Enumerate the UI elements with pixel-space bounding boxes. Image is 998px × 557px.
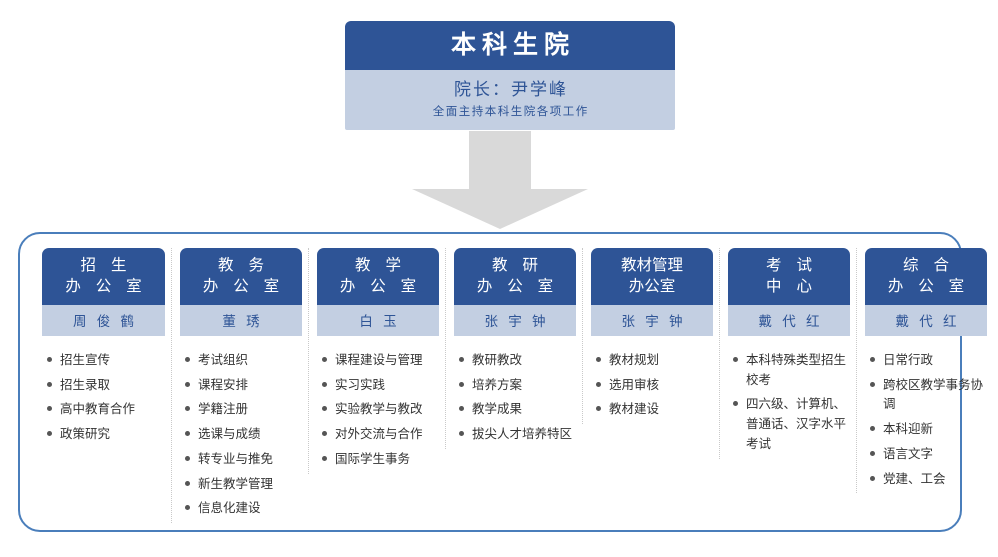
department-head-name: 白 玉 [317, 304, 439, 336]
list-item: 招生录取 [46, 375, 163, 395]
department-duty-list: 本科特殊类型招生校考 四六级、计算机、普通话、汉字水平考试 [728, 336, 850, 454]
list-item: 信息化建设 [184, 498, 300, 518]
department-head-name: 张 宇 钟 [454, 304, 576, 336]
department-title: 教 学 办 公 室 [317, 248, 439, 305]
list-item: 跨校区教学事务协调 [869, 375, 985, 415]
list-item: 新生教学管理 [184, 474, 300, 494]
department-head-name: 周 俊 鹤 [42, 304, 165, 336]
department-title: 教材管理 办公室 [591, 248, 713, 305]
department-card-admissions[interactable]: 招 生 办 公 室 周 俊 鹤 招生宣传 招生录取 高中教育合作 政策研究 [34, 248, 171, 449]
department-title: 考 试 中 心 [728, 248, 850, 305]
list-item: 党建、工会 [869, 469, 985, 489]
department-duty-list: 考试组织 课程安排 学籍注册 选课与成绩 转专业与推免 新生教学管理 信息化建设 [180, 336, 302, 518]
department-card-teaching[interactable]: 教 学 办 公 室 白 玉 课程建设与管理 实习实践 实验教学与教改 对外交流与… [308, 248, 445, 474]
down-arrow-icon [412, 131, 588, 229]
list-item: 课程安排 [184, 375, 300, 395]
department-duty-list: 日常行政 跨校区教学事务协调 本科迎新 语言文字 党建、工会 [865, 336, 987, 489]
department-head-name: 董 琇 [180, 304, 302, 336]
leader-info-band: 院长：尹学峰 全面主持本科生院各项工作 [345, 69, 675, 130]
list-item: 考试组织 [184, 350, 300, 370]
list-item: 国际学生事务 [321, 449, 437, 469]
department-title: 招 生 办 公 室 [42, 248, 165, 305]
department-duty-list: 招生宣传 招生录取 高中教育合作 政策研究 [42, 336, 165, 444]
department-card-textbook-management[interactable]: 教材管理 办公室 张 宇 钟 教材规划 选用审核 教材建设 [582, 248, 719, 425]
department-duty-list: 教研教改 培养方案 教学成果 拔尖人才培养特区 [454, 336, 576, 444]
leader-name: 院长：尹学峰 [454, 79, 568, 100]
list-item: 对外交流与合作 [321, 424, 437, 444]
list-item: 本科迎新 [869, 419, 985, 439]
department-duty-list: 课程建设与管理 实习实践 实验教学与教改 对外交流与合作 国际学生事务 [317, 336, 439, 469]
list-item: 学籍注册 [184, 399, 300, 419]
department-duty-list: 教材规划 选用审核 教材建设 [591, 336, 713, 419]
list-item: 高中教育合作 [46, 399, 163, 419]
list-item: 教研教改 [458, 350, 574, 370]
departments-row: 招 生 办 公 室 周 俊 鹤 招生宣传 招生录取 高中教育合作 政策研究 教 … [34, 248, 987, 524]
list-item: 教材建设 [595, 399, 711, 419]
list-item: 语言文字 [869, 444, 985, 464]
list-item: 本科特殊类型招生校考 [732, 350, 848, 390]
department-head-name: 张 宇 钟 [591, 304, 713, 336]
department-title: 综 合 办 公 室 [865, 248, 987, 305]
list-item: 招生宣传 [46, 350, 163, 370]
department-card-academic-affairs[interactable]: 教 务 办 公 室 董 琇 考试组织 课程安排 学籍注册 选课与成绩 转专业与推… [171, 248, 308, 524]
list-item: 教学成果 [458, 399, 574, 419]
root-organization-block: 本科生院 院长：尹学峰 全面主持本科生院各项工作 [345, 21, 675, 130]
list-item: 拔尖人才培养特区 [458, 424, 574, 444]
departments-container: 招 生 办 公 室 周 俊 鹤 招生宣传 招生录取 高中教育合作 政策研究 教 … [18, 232, 987, 532]
organization-title: 本科生院 [345, 21, 675, 70]
list-item: 实验教学与教改 [321, 399, 437, 419]
list-item: 转专业与推免 [184, 449, 300, 469]
department-title: 教 研 办 公 室 [454, 248, 576, 305]
department-card-general-office[interactable]: 综 合 办 公 室 戴 代 红 日常行政 跨校区教学事务协调 本科迎新 语言文字… [856, 248, 993, 494]
department-card-teaching-research[interactable]: 教 研 办 公 室 张 宇 钟 教研教改 培养方案 教学成果 拔尖人才培养特区 [445, 248, 582, 449]
list-item: 培养方案 [458, 375, 574, 395]
leader-duty: 全面主持本科生院各项工作 [432, 103, 589, 118]
list-item: 选课与成绩 [184, 424, 300, 444]
list-item: 四六级、计算机、普通话、汉字水平考试 [732, 394, 848, 453]
list-item: 选用审核 [595, 375, 711, 395]
list-item: 日常行政 [869, 350, 985, 370]
list-item: 课程建设与管理 [321, 350, 437, 370]
list-item: 教材规划 [595, 350, 711, 370]
department-title: 教 务 办 公 室 [180, 248, 302, 305]
department-card-examination-center[interactable]: 考 试 中 心 戴 代 红 本科特殊类型招生校考 四六级、计算机、普通话、汉字水… [719, 248, 856, 459]
department-head-name: 戴 代 红 [728, 304, 850, 336]
list-item: 实习实践 [321, 375, 437, 395]
department-head-name: 戴 代 红 [865, 304, 987, 336]
list-item: 政策研究 [46, 424, 163, 444]
